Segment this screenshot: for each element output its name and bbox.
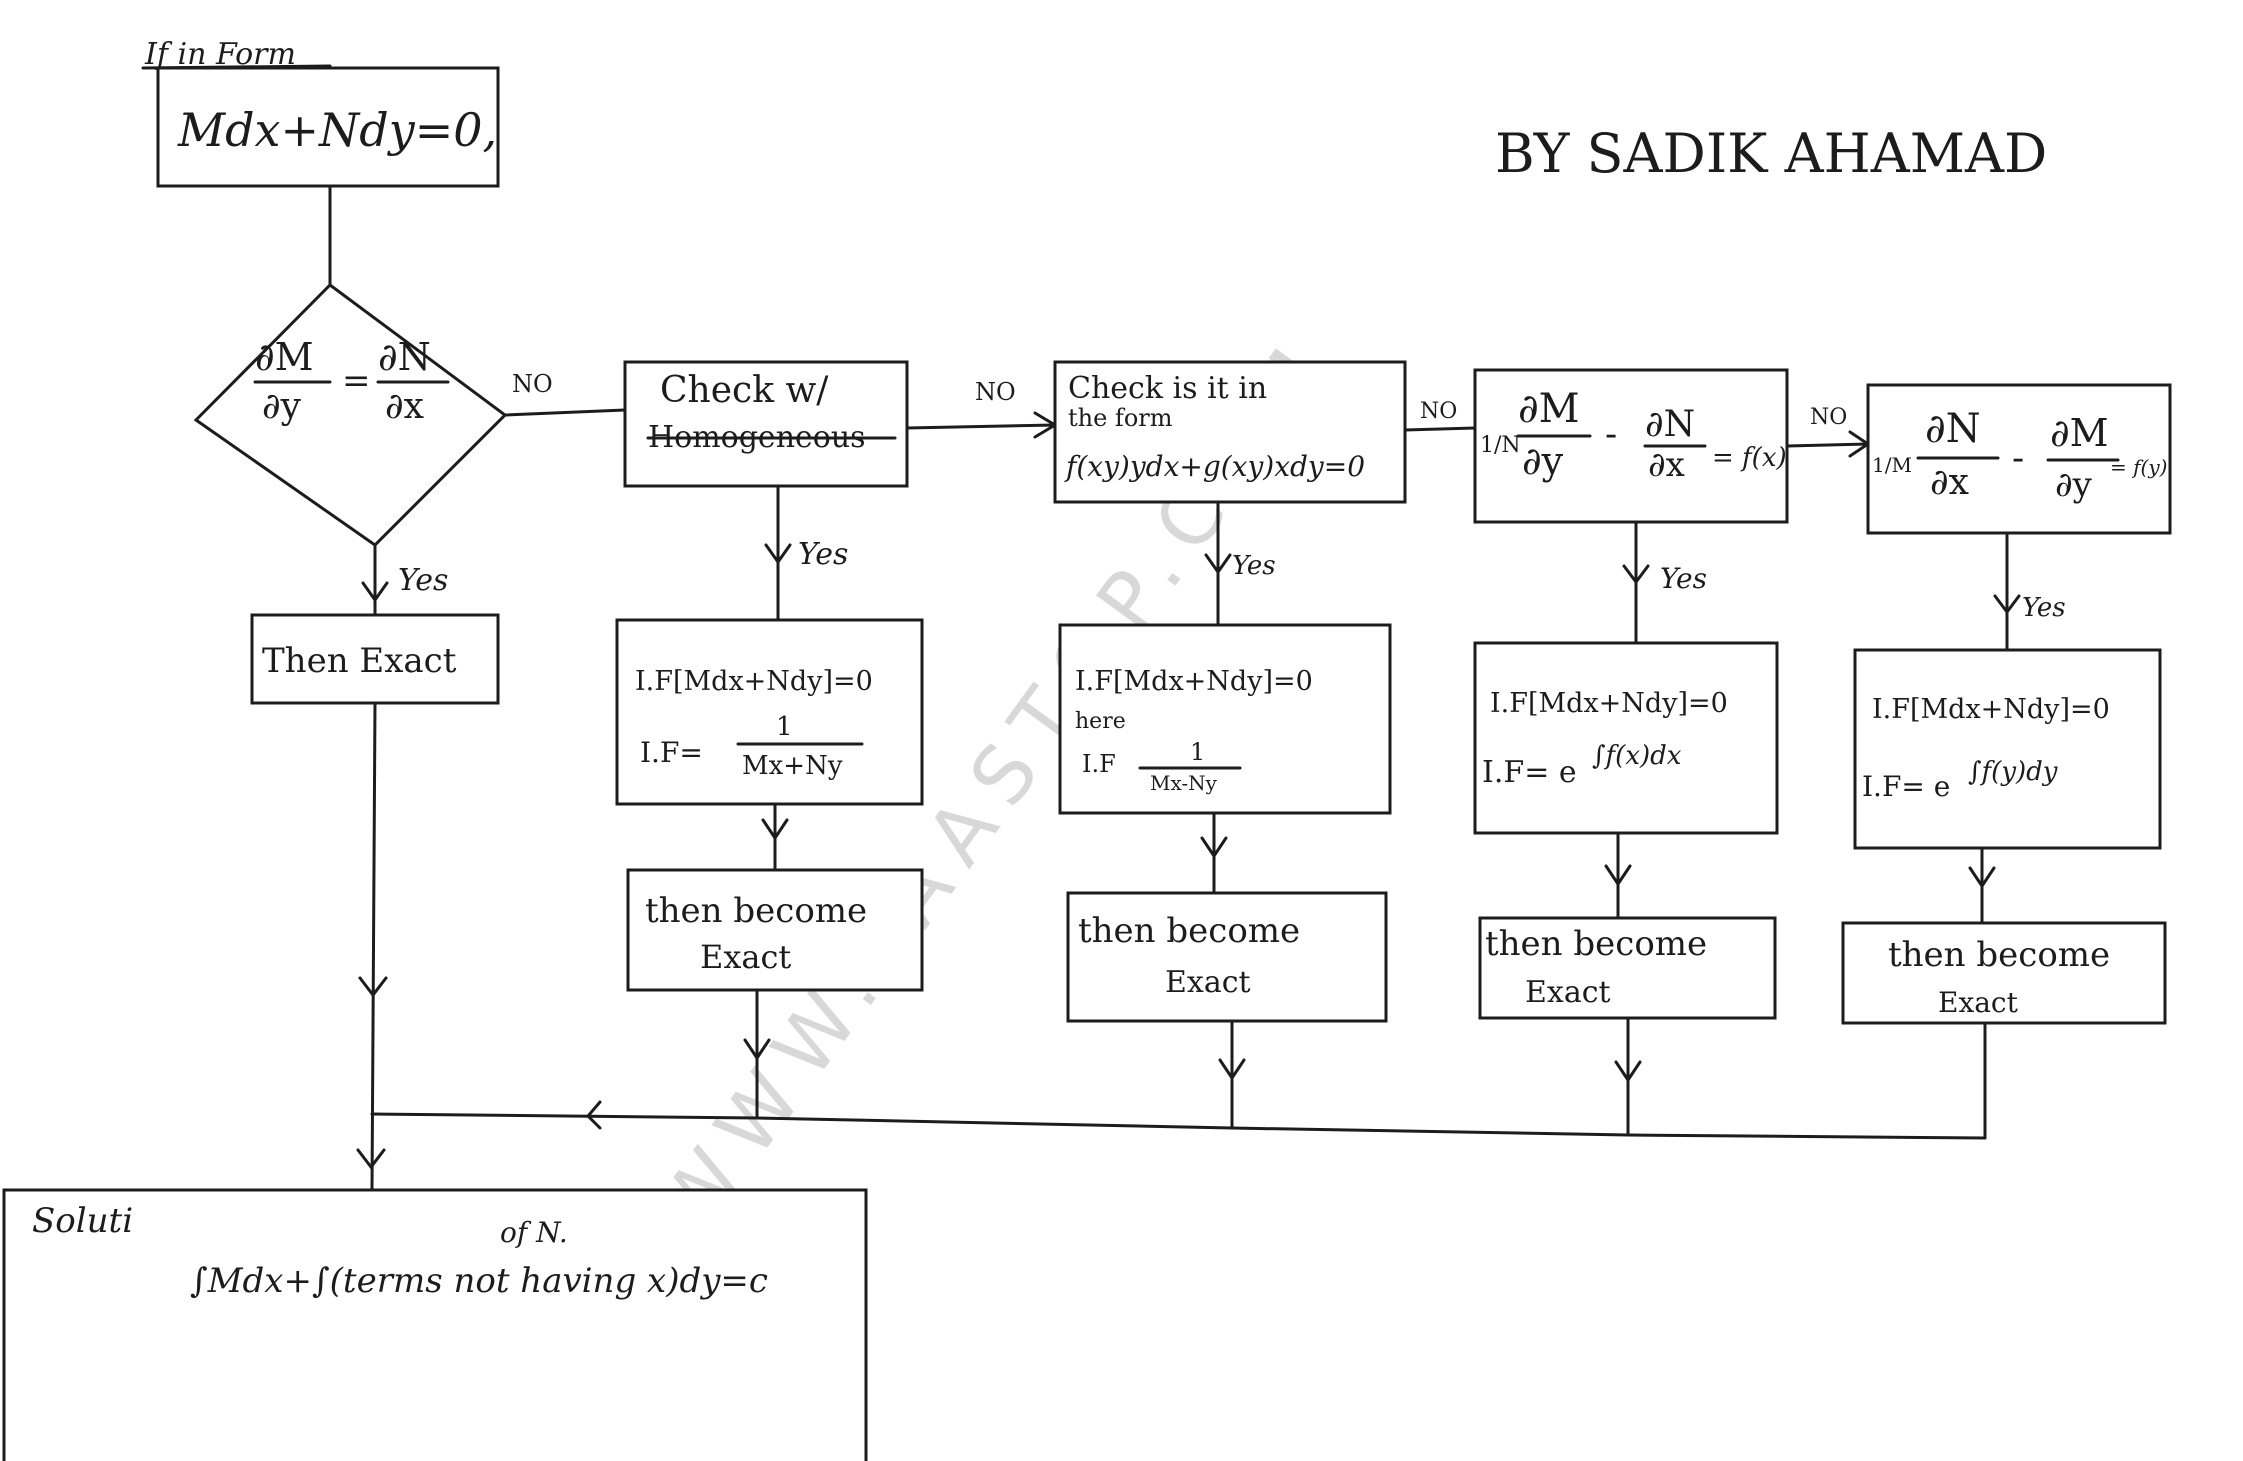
check4-den1: ∂x xyxy=(1930,462,1969,503)
yes-label-3: Yes xyxy=(1660,562,1707,595)
check-box-1 xyxy=(623,360,909,488)
if-box-1 xyxy=(615,618,924,806)
connector-check1-check2 xyxy=(905,423,1057,430)
become4-line2: Exact xyxy=(1938,986,2019,1019)
no-label-2: NO xyxy=(975,378,1016,406)
if2-line1: I.F[Mdx+Ndy]=0 xyxy=(1075,666,1313,697)
decision-lhs-num: ∂M xyxy=(255,335,314,379)
yes-label-0: Yes xyxy=(398,563,448,598)
decision-rhs-num: ∂N xyxy=(378,335,431,379)
check4-result: = f(y) xyxy=(2110,455,2167,479)
if2-frac-den: Mx-Ny xyxy=(1150,771,1218,795)
author-signature: BY SADIK AHAMAD xyxy=(1495,122,2047,185)
check1-line1: Check w/ xyxy=(660,370,829,411)
check4-minus: - xyxy=(2012,438,2024,479)
check2-line3: f(xy)ydx+g(xy)xdy=0 xyxy=(1064,450,1365,483)
arrowhead-check4-if4 xyxy=(1993,594,2021,615)
decision-lhs-den: ∂y xyxy=(262,386,302,427)
connector-decision-check1 xyxy=(503,408,627,417)
arrowhead-drop-1 xyxy=(743,1038,771,1061)
if-box-3 xyxy=(1473,641,1779,835)
if3-line1: I.F[Mdx+Ndy]=0 xyxy=(1490,688,1728,719)
become-box-1 xyxy=(626,868,924,992)
no-label-3: NO xyxy=(1420,399,1457,424)
if2-line1b: here xyxy=(1075,709,1126,734)
check3-num1: ∂M xyxy=(1518,386,1580,432)
yes-label-2: Yes xyxy=(1232,551,1276,581)
exact-box-text: Then Exact xyxy=(262,641,457,681)
decision-rhs-den: ∂x xyxy=(385,386,424,427)
become4-line1: then become xyxy=(1888,935,2110,975)
connector-check2-check3 xyxy=(1403,426,1477,432)
arrowhead-if4-become4 xyxy=(1968,866,1996,889)
arrowhead-left-2 xyxy=(356,1148,386,1170)
if1-line2: I.F= xyxy=(640,736,703,769)
arrowhead-check2-if2 xyxy=(1204,553,1232,575)
arrowhead-if1-become1 xyxy=(761,818,789,841)
check3-minus: - xyxy=(1605,414,1617,455)
arrowhead-if3-become3 xyxy=(1604,864,1632,887)
check-box-3 xyxy=(1473,368,1789,524)
if2-frac-num: 1 xyxy=(1190,738,1205,766)
if3-sup: ∫f(x)dx xyxy=(1592,741,1682,771)
solution-box xyxy=(2,1188,868,1461)
check3-den1: ∂y xyxy=(1522,439,1564,483)
solution-note: of N. xyxy=(500,1216,568,1249)
check4-num2: ∂M xyxy=(2050,411,2109,455)
if-box-2 xyxy=(1058,623,1392,815)
yes-label-1: Yes xyxy=(798,537,848,572)
arrowhead-drop-3 xyxy=(1614,1060,1642,1083)
if1-frac-den: Mx+Ny xyxy=(742,751,843,781)
collector-line xyxy=(370,1112,1987,1140)
become1-line2: Exact xyxy=(700,938,791,976)
if-box-4 xyxy=(1853,648,2162,850)
start-box xyxy=(156,66,500,188)
arrowhead-decision-exact xyxy=(361,581,389,603)
if4-sup: ∫f(y)dy xyxy=(1968,757,2058,787)
check2-line1: Check is it in xyxy=(1068,371,1267,406)
if1-line1: I.F[Mdx+Ndy]=0 xyxy=(635,666,873,697)
if4-line1: I.F[Mdx+Ndy]=0 xyxy=(1872,694,2110,725)
become3-line2: Exact xyxy=(1525,975,1611,1010)
decision-diamond xyxy=(193,283,508,547)
if1-frac-num: 1 xyxy=(776,712,793,742)
arrowhead-left-1 xyxy=(358,976,388,998)
connector-exact-solution xyxy=(370,701,377,1192)
check3-prefix: 1/N xyxy=(1480,433,1521,458)
start-equation: Mdx+Ndy=0, xyxy=(177,103,497,157)
become2-line2: Exact xyxy=(1165,965,1251,1000)
yes-label-4: Yes xyxy=(2022,593,2066,623)
if3-line2: I.F= e xyxy=(1482,755,1577,790)
connector-check3-check4 xyxy=(1785,442,1870,448)
become1-line1: then become xyxy=(645,891,867,931)
if4-line2: I.F= e xyxy=(1862,770,1950,803)
arrowhead-collector xyxy=(585,1100,602,1130)
no-label-4: NO xyxy=(1810,405,1847,430)
become2-line1: then become xyxy=(1078,911,1300,951)
arrowhead-if2-become2 xyxy=(1200,836,1228,859)
check4-prefix: 1/M xyxy=(1872,453,1912,477)
become-box-3 xyxy=(1478,916,1777,1020)
solution-equation: ∫Mdx+∫(terms not having x)dy=c xyxy=(190,1261,768,1301)
if2-line2: I.F xyxy=(1082,750,1116,778)
become-box-4 xyxy=(1841,921,2167,1025)
decision-eq: = xyxy=(342,361,371,401)
exact-box xyxy=(250,613,500,705)
check2-line2: the form xyxy=(1068,404,1173,432)
arrowhead-check1-if1 xyxy=(764,543,792,565)
solution-label: Soluti xyxy=(32,1201,133,1241)
become3-line1: then become xyxy=(1485,924,1707,964)
check3-result: = f(x) xyxy=(1712,443,1787,473)
check-box-2 xyxy=(1053,360,1407,504)
check3-num2: ∂N xyxy=(1645,404,1695,445)
check4-num1: ∂N xyxy=(1925,406,1981,452)
arrowhead-check3-if3 xyxy=(1622,564,1650,585)
no-label-1: NO xyxy=(512,370,553,398)
become-box-2 xyxy=(1066,891,1388,1023)
check3-den2: ∂x xyxy=(1648,445,1685,485)
check4-den2: ∂y xyxy=(2055,465,2093,505)
arrowhead-drop-2 xyxy=(1218,1058,1246,1081)
